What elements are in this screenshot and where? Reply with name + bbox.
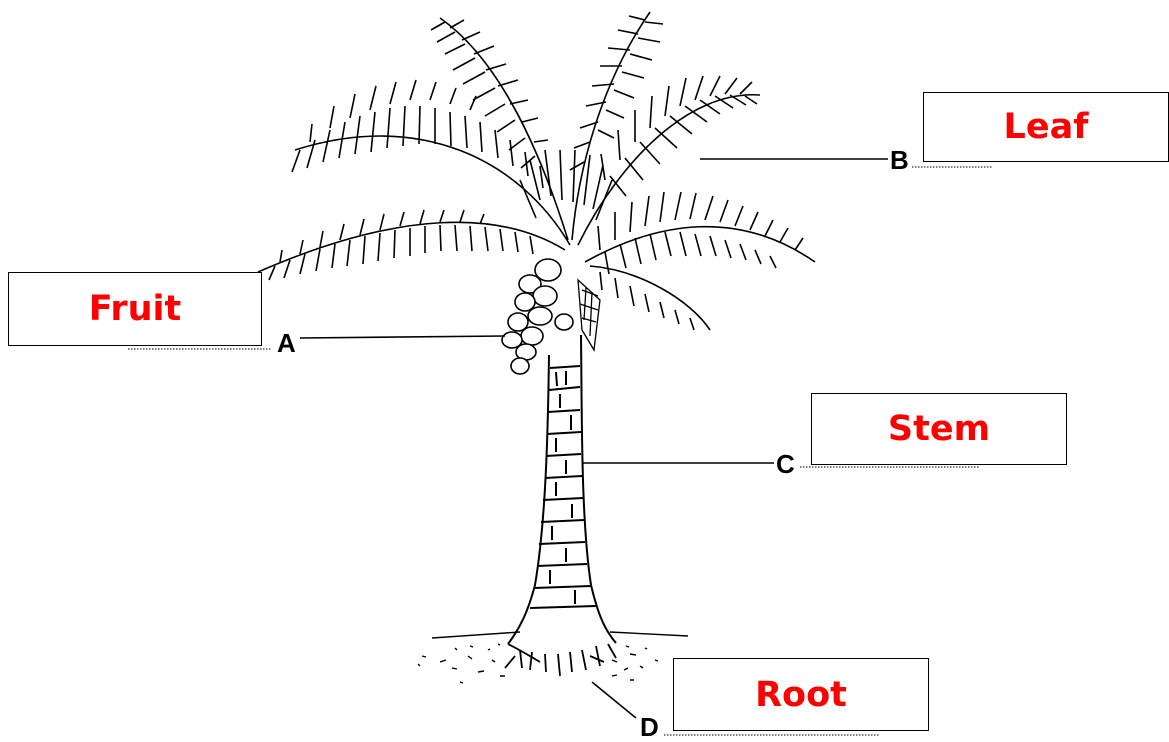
pointer-letter-a: A — [277, 330, 296, 356]
answer-text-a: Fruit — [89, 289, 182, 329]
answer-box-a[interactable]: Fruit — [8, 272, 262, 346]
pointer-letter-c: C — [776, 451, 795, 477]
answer-box-b[interactable]: Leaf — [923, 92, 1169, 162]
coconut-cluster — [502, 259, 573, 374]
pointer-letter-d: D — [640, 714, 659, 740]
palm-roots — [505, 644, 616, 676]
leader-line-a — [300, 336, 505, 338]
pointer-letter-b: B — [890, 147, 909, 173]
leader-line-d — [592, 682, 636, 718]
answer-box-c[interactable]: Stem — [811, 393, 1067, 465]
palm-trunk — [508, 335, 616, 644]
answer-text-b: Leaf — [1004, 107, 1089, 147]
ground — [418, 632, 688, 683]
answer-text-c: Stem — [888, 409, 990, 449]
answer-text-d: Root — [755, 675, 847, 715]
answer-box-d[interactable]: Root — [673, 658, 929, 731]
